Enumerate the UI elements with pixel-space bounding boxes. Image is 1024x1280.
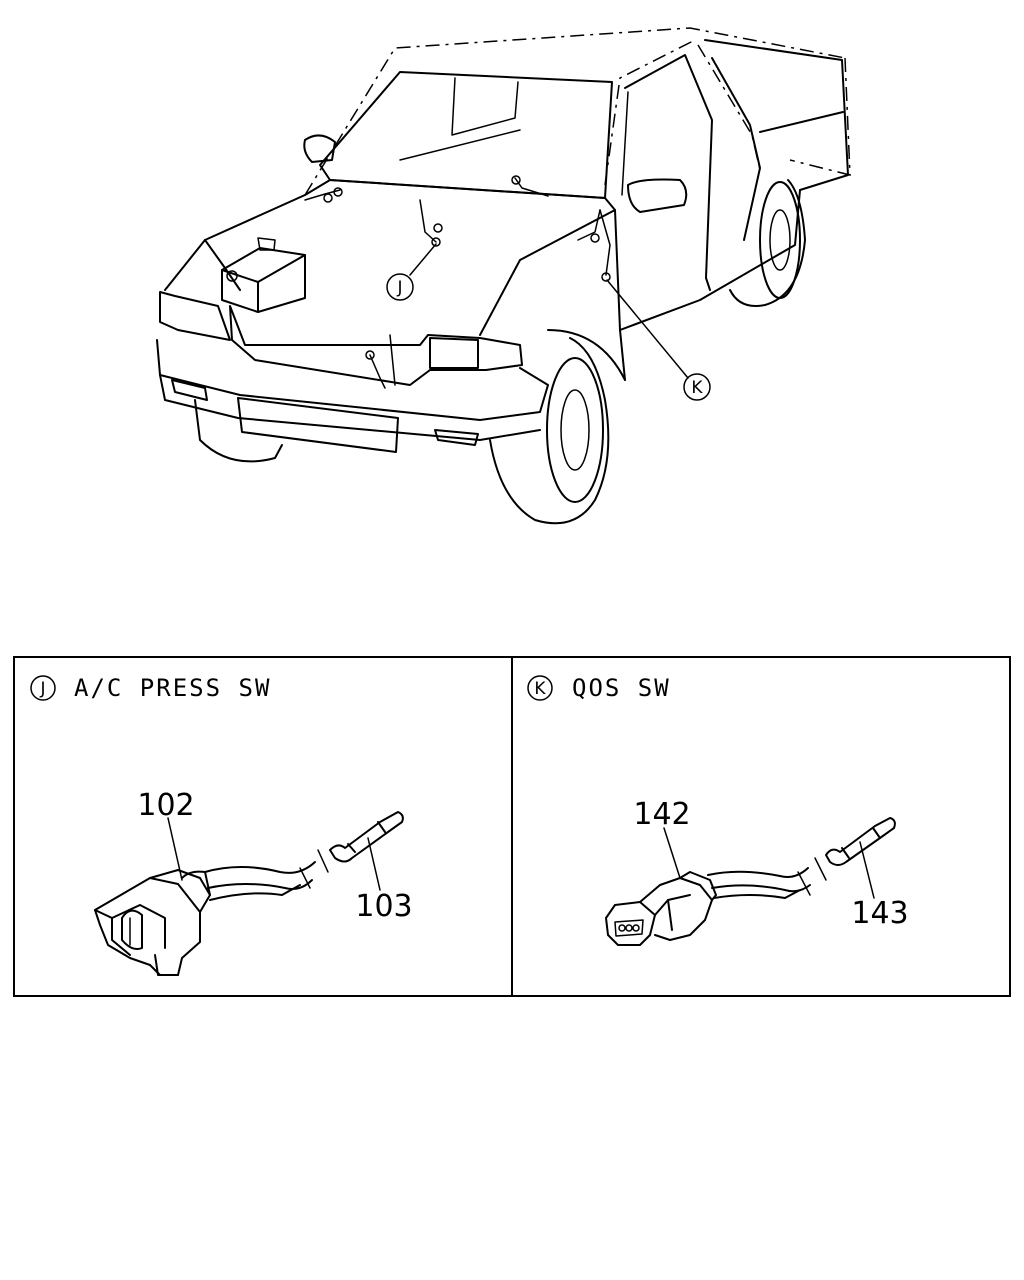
callout-k-leader xyxy=(606,279,689,379)
part-number-143: 143 xyxy=(851,896,908,931)
leader-102 xyxy=(167,817,183,881)
callout-j-circle xyxy=(386,273,414,301)
part-number-102: 102 xyxy=(137,788,194,823)
ac-press-sw-connector-drawing xyxy=(94,811,404,976)
callout-k-circle xyxy=(683,373,711,401)
panel-k-title: QOS SW xyxy=(572,674,671,702)
callout-j-leader xyxy=(409,243,437,276)
leader-142 xyxy=(663,827,681,879)
qos-sw-connector-drawing xyxy=(605,817,896,946)
panel-k-badge-circle xyxy=(527,675,553,701)
panel-j: J A/C PRESS SW xyxy=(30,674,413,976)
panel-j-badge-circle xyxy=(30,675,56,701)
truck-illustration xyxy=(156,27,851,525)
leader-143 xyxy=(859,841,875,899)
part-number-142: 142 xyxy=(633,797,690,832)
panel-j-title: A/C PRESS SW xyxy=(74,674,271,702)
panel-k: K QOS SW xyxy=(527,674,909,946)
callout-k-label: K xyxy=(691,378,703,398)
callout-k: K xyxy=(606,279,711,401)
panel-k-badge: K xyxy=(534,679,546,699)
leader-103 xyxy=(367,837,381,891)
panel-j-badge: J xyxy=(39,679,45,699)
callout-j: J xyxy=(386,243,437,301)
callout-j-label: J xyxy=(396,278,402,298)
detail-panels xyxy=(13,656,1011,997)
part-number-103: 103 xyxy=(355,889,412,924)
